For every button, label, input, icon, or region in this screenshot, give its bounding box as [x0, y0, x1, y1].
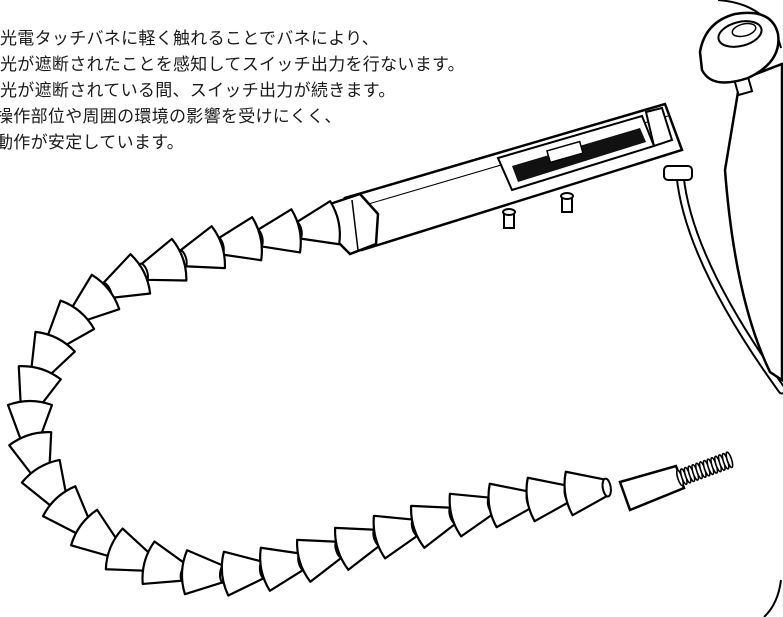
description-line-2: 光が遮断されたことを感知してスイッチ出力を行ないます。	[0, 55, 465, 75]
description-text: 光電タッチバネに軽く触れることでバネにより、 光が遮断されたことを感知してスイッ…	[0, 26, 465, 156]
gooseneck-segment	[563, 470, 612, 517]
spring-tip	[618, 451, 734, 512]
description-line-3: 光が遮断されている間、スイッチ出力が続きます。	[0, 81, 396, 101]
mounting-studs	[502, 192, 574, 229]
thumb-screw-knob	[698, 11, 780, 97]
clamp-bracket	[723, 62, 783, 383]
flexible-gooseneck-arm	[6, 200, 612, 597]
description-line-5: 動作が安定しています。	[0, 133, 185, 153]
description-line-4: 操作部位や周囲の環境の影響を受けにくく、	[0, 107, 342, 127]
cable-inner	[677, 172, 783, 393]
hex-nut	[328, 192, 380, 256]
spring-coil	[725, 451, 734, 469]
description-line-1: 光電タッチバネに軽く触れることでバネにより、	[0, 29, 380, 49]
frame-arc-bottom	[763, 579, 782, 617]
cable-grommet	[663, 165, 693, 181]
